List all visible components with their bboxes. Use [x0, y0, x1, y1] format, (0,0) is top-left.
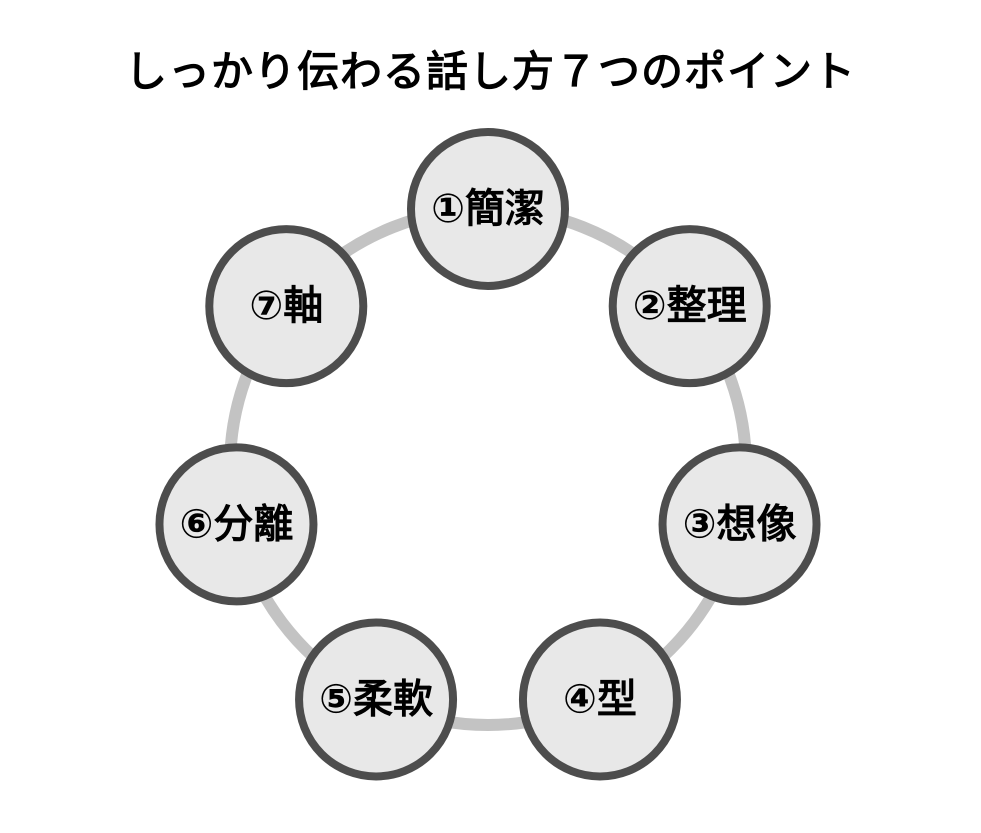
- node-circle: [518, 618, 681, 781]
- node-circle: [205, 225, 368, 388]
- page-title: しっかり伝わる話し方７つのポイント: [124, 48, 856, 95]
- cycle-node-4: ④型: [518, 618, 681, 781]
- cycle-node-3: ③想像: [658, 443, 821, 606]
- node-label: ⑥分離: [180, 502, 294, 546]
- cycle-node-1: ①簡潔: [407, 128, 569, 290]
- node-circle: [295, 618, 458, 781]
- cycle-node-2: ②整理: [608, 225, 771, 388]
- node-circle: [407, 128, 569, 290]
- node-label: ④型: [563, 677, 637, 721]
- node-circle: [608, 225, 771, 388]
- node-circle: [658, 443, 821, 606]
- node-label: ①簡潔: [431, 187, 545, 231]
- cycle-node-7: ⑦軸: [205, 225, 368, 388]
- cycle-node-5: ⑤柔軟: [295, 618, 458, 781]
- cycle-node-6: ⑥分離: [155, 443, 318, 606]
- node-label: ②整理: [633, 284, 747, 328]
- node-label: ⑤柔軟: [319, 677, 434, 721]
- node-circle: [155, 443, 318, 606]
- node-label: ③想像: [683, 502, 797, 546]
- node-label: ⑦軸: [249, 284, 323, 328]
